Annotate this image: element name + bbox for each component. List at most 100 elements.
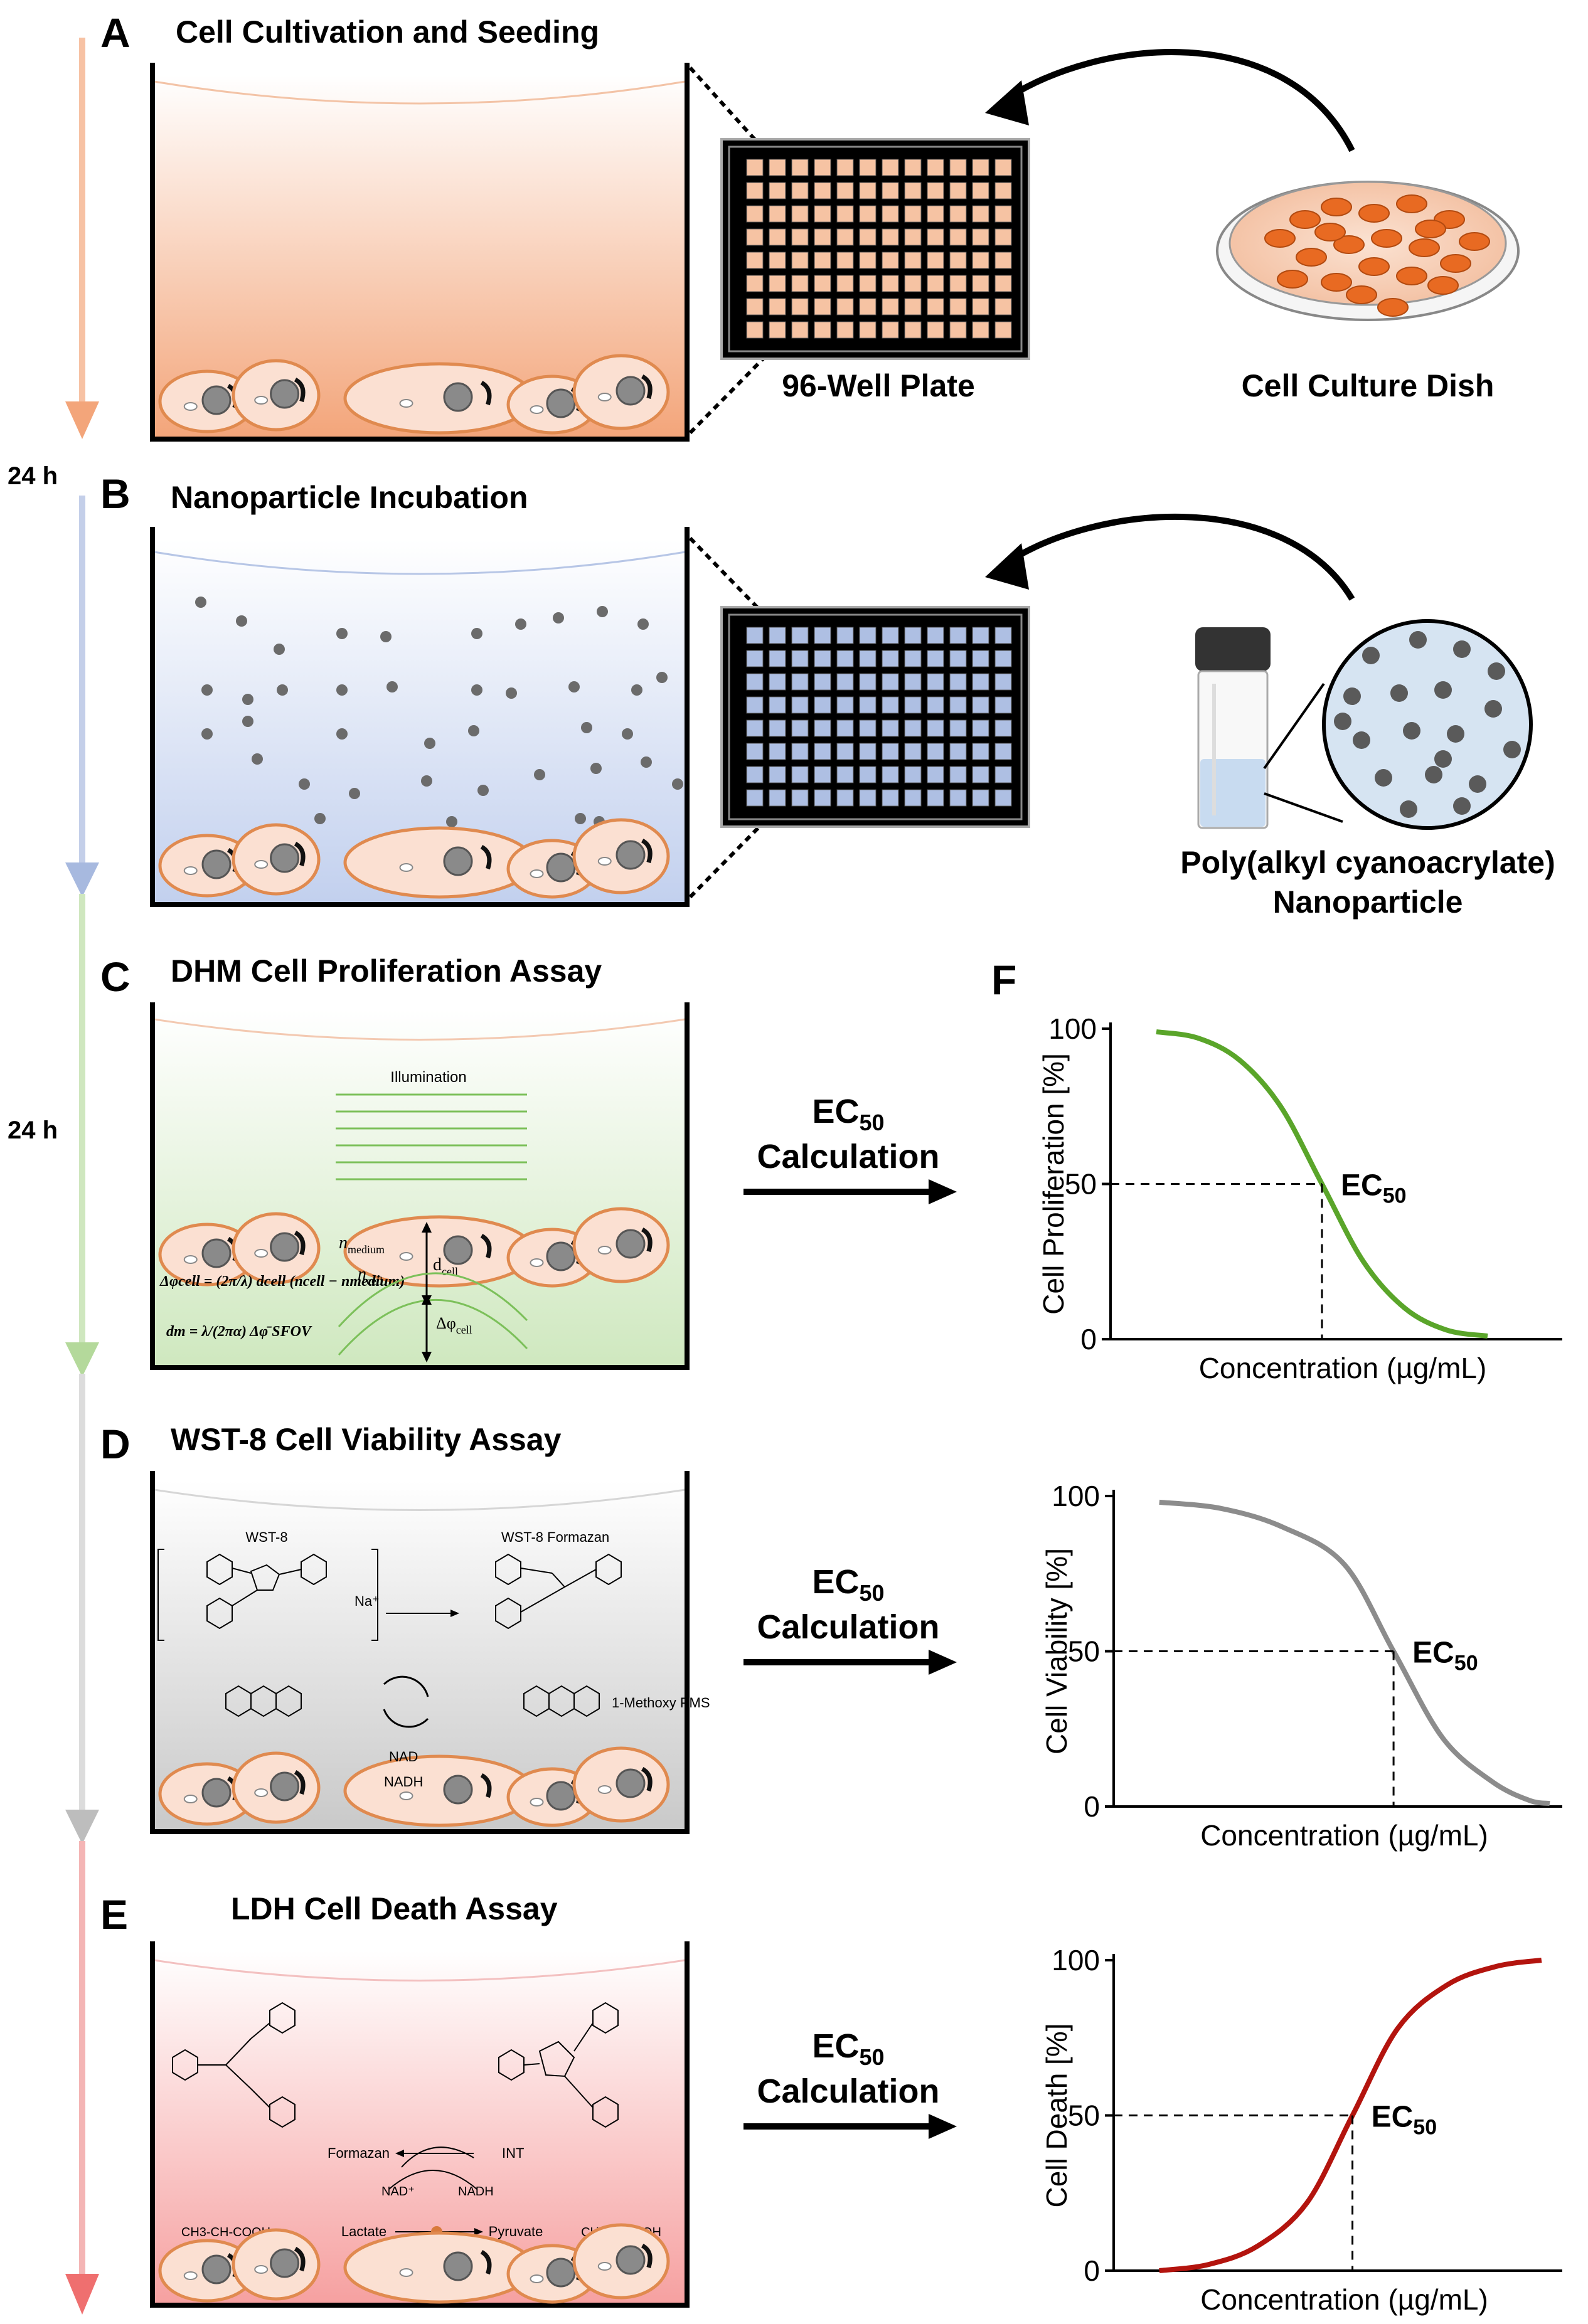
cell-vesicle [399,863,413,872]
ec50-calc-title-e: EC50 [812,2027,884,2070]
cell-organelle [641,2243,653,2269]
cell-nucleus [615,1229,646,1259]
plate-well [904,159,922,176]
panel-title-b: Nanoparticle Incubation [171,480,528,515]
plate-well [904,275,922,292]
cell-organelle [641,1766,653,1792]
nanoparticle [252,753,263,765]
plate-well [836,275,854,292]
timeline-arrowhead-b [65,862,99,897]
nanoparticle [336,684,348,696]
plate-well [994,766,1012,783]
nanoparticle [656,672,668,683]
plate-well [972,321,989,339]
panel-letter-e: E [100,1891,128,1938]
x-axis-label: Concentration (µg/mL) [1200,1819,1488,1852]
plate-well [904,650,922,667]
nanoparticle [575,813,586,824]
plate-well [949,205,967,223]
nanoparticle [1434,750,1452,768]
cell-vesicle [183,402,198,411]
cell-nucleus [201,1238,232,1268]
dose-response-curve [1159,1499,1550,1807]
plate-well [836,182,854,199]
plate-well [859,159,877,176]
dish-cell [1321,198,1352,216]
dish-cell [1346,285,1377,304]
dish-cell [1314,223,1346,241]
plate-well [814,789,831,807]
nanoparticle [534,769,545,780]
vial-label-1: Poly(alkyl cyanoacrylate) [1180,845,1555,880]
plate-well [972,650,989,667]
n-cell-label: ncell [358,1265,383,1287]
nanoparticle [471,684,482,696]
nanoparticle [590,763,602,774]
dish-cell [1459,232,1490,251]
nanoparticle [277,684,288,696]
nanoparticle [242,716,253,727]
plate-well [836,673,854,691]
nanoparticle [1425,766,1442,783]
ec50-calc-sub-d: Calculation [757,1608,939,1646]
y-axis-label: Cell Death [%] [1040,2023,1073,2207]
cell-organelle [641,838,653,864]
plate-well [927,321,944,339]
plate-well [814,743,831,760]
panel-title-e: LDH Cell Death Assay [231,1891,558,1926]
cell-nucleus [443,382,473,412]
int-arrowhead [395,2150,404,2157]
nanoparticle [336,728,348,740]
nanoparticle [1334,713,1351,730]
cell-organelle [294,2246,306,2272]
panel-title-a: Cell Cultivation and Seeding [176,14,599,50]
dphi-label: Δφcell [436,1314,472,1336]
plate-well [814,650,831,667]
cell-nucleus [546,2258,576,2288]
nad-label: NAD [389,1749,418,1764]
cell-vesicle [399,2268,413,2277]
cell-nucleus [443,1235,473,1265]
int-formazan-structure [172,2002,296,2128]
nanoparticle [506,687,517,699]
plate-well [972,228,989,246]
wst8-reaction-arrowhead [450,1610,459,1617]
well-e-wall [150,1941,690,2308]
nanoparticle [515,618,526,630]
plate-well [769,743,786,760]
nanoparticle [299,778,310,790]
dish-cell [1409,238,1440,257]
cell-vesicle [530,1798,544,1807]
nanoparticle [631,684,642,696]
plate-well [859,298,877,316]
plate-well [791,719,809,737]
timeline-arrowhead-d [65,1810,99,1844]
dish-cell [1264,229,1296,248]
plate-well [746,252,764,269]
nanoparticle [349,788,360,799]
panel-letter-a: A [100,9,131,56]
plate-well [769,298,786,316]
plate-well [972,205,989,223]
well-e-meniscus [154,1959,686,1982]
plate-well [791,252,809,269]
plate-well [882,205,899,223]
y-axis-label: Cell Viability [%] [1040,1548,1073,1754]
plate-well [994,696,1012,714]
plate-well [814,766,831,783]
plate-label-a: 96-Well Plate [782,368,975,403]
cell-nucleus [615,840,646,870]
nanoparticle [421,775,432,787]
plate-well [882,696,899,714]
plate-well [836,159,854,176]
ec50-annotation: EC50 [1341,1169,1407,1208]
plate-well [746,298,764,316]
nad-plus-label: NAD⁺ [381,2185,415,2199]
plate-well [791,298,809,316]
plate-well [882,650,899,667]
plate-well [859,766,877,783]
plate-well [791,228,809,246]
plate-well [927,789,944,807]
